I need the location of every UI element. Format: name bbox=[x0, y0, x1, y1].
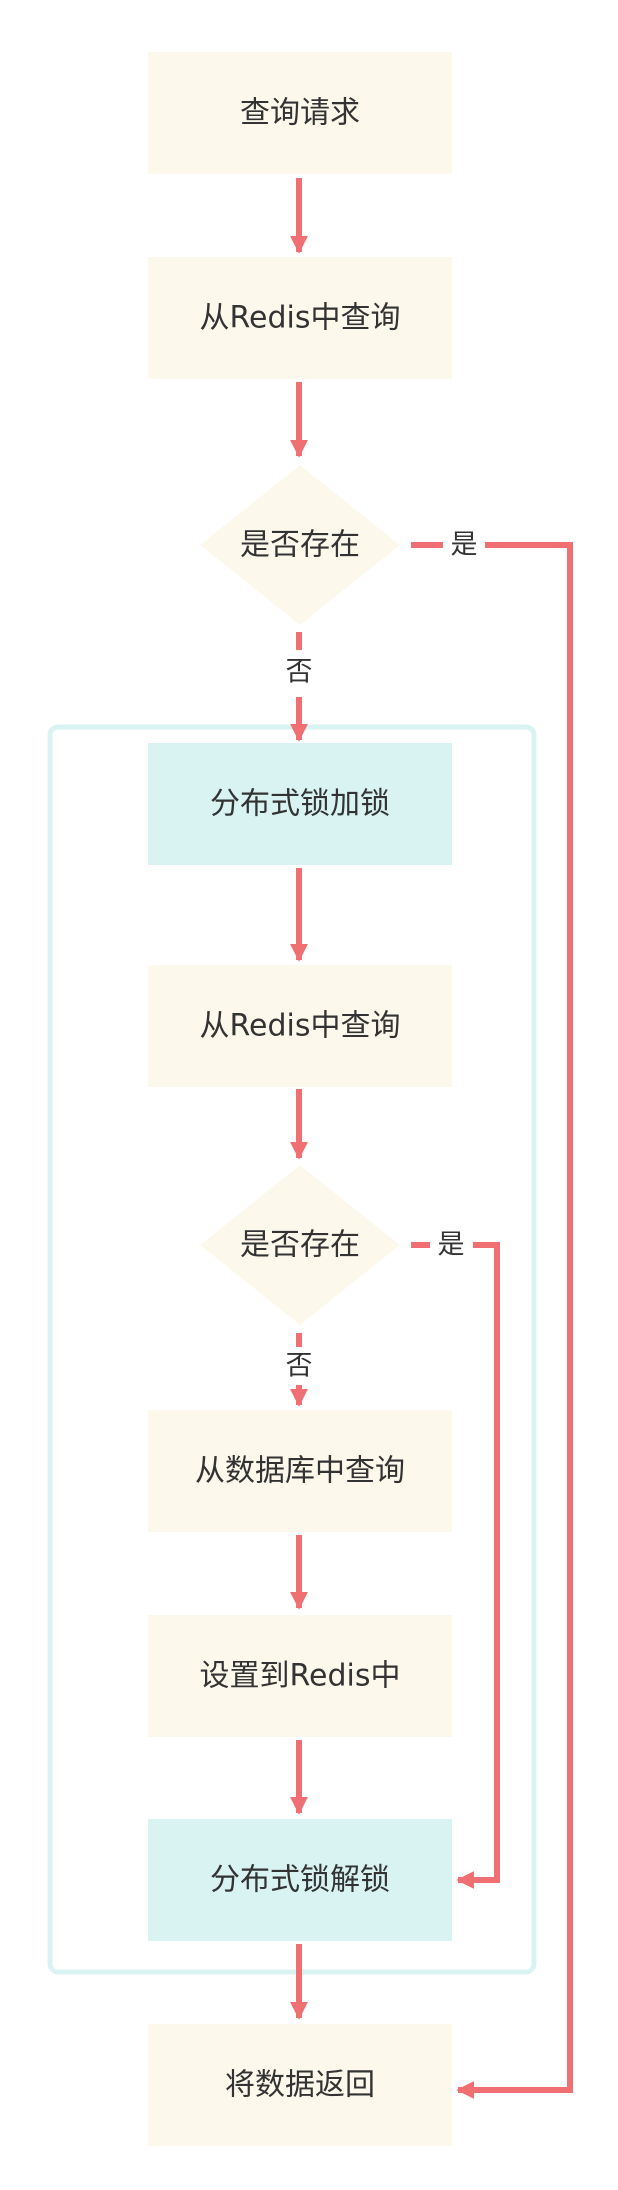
edge-label-exists2-yes: 是 bbox=[438, 1230, 465, 1261]
node-query-request-label: 查询请求 bbox=[240, 96, 360, 131]
decision-exists-2: 是否存在 bbox=[200, 1165, 400, 1325]
decision-exists-2-label: 是否存在 bbox=[240, 1228, 360, 1263]
node-set-redis: 设置到Redis中 bbox=[148, 1615, 452, 1737]
node-unlock-label: 分布式锁解锁 bbox=[210, 1863, 390, 1898]
node-unlock: 分布式锁解锁 bbox=[148, 1819, 452, 1941]
node-query-request: 查询请求 bbox=[148, 52, 452, 174]
node-set-redis-label: 设置到Redis中 bbox=[200, 1659, 401, 1694]
edges bbox=[290, 178, 573, 2099]
node-redis-query-2-label: 从Redis中查询 bbox=[200, 1009, 401, 1044]
node-redis-query-2: 从Redis中查询 bbox=[148, 965, 452, 1087]
edge-label-exists1-yes: 是 bbox=[451, 530, 478, 561]
node-redis-query-1: 从Redis中查询 bbox=[148, 257, 452, 379]
decision-exists-1: 是否存在 bbox=[200, 465, 400, 625]
node-redis-query-1-label: 从Redis中查询 bbox=[200, 301, 401, 336]
edge-label-exists1-no: 否 bbox=[286, 657, 313, 688]
node-db-query-label: 从数据库中查询 bbox=[195, 1454, 405, 1489]
decision-exists-1-label: 是否存在 bbox=[240, 528, 360, 563]
node-return-data-label: 将数据返回 bbox=[225, 2068, 375, 2103]
edge-exists2-yes-b bbox=[456, 1242, 500, 1889]
node-lock: 分布式锁加锁 bbox=[148, 743, 452, 865]
node-return-data: 将数据返回 bbox=[148, 2024, 452, 2146]
edge-label-exists2-no: 否 bbox=[286, 1351, 313, 1382]
node-db-query: 从数据库中查询 bbox=[148, 1410, 452, 1532]
node-lock-label: 分布式锁加锁 bbox=[210, 787, 390, 822]
lock-group-border bbox=[47, 724, 537, 1975]
edge-exists1-yes-b bbox=[456, 542, 573, 2099]
